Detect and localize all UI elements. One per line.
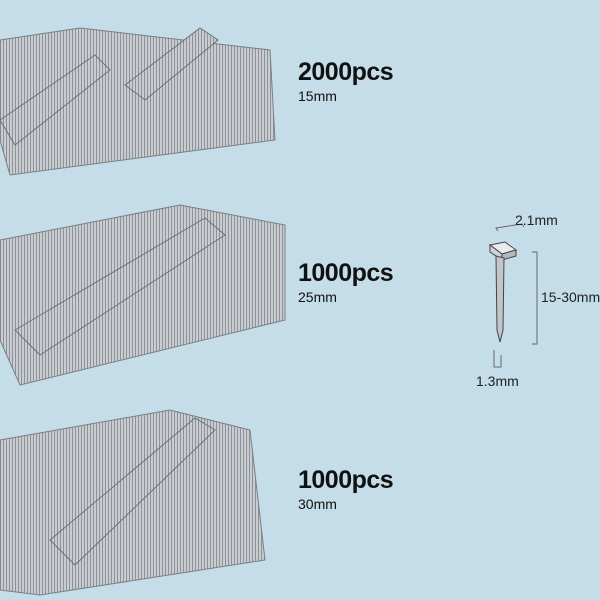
product-length: 25mm <box>298 289 337 305</box>
product-count: 1000pcs <box>298 466 394 494</box>
product-label-25mm: 1000pcs 25mm <box>298 259 394 305</box>
strip-stack-15mm <box>0 27 276 176</box>
product-count: 1000pcs <box>298 259 394 287</box>
length-bracket <box>532 251 538 345</box>
strip-stack-25mm <box>0 204 286 386</box>
product-count: 2000pcs <box>298 58 394 86</box>
nail-diagram <box>488 223 538 368</box>
product-label-15mm: 2000pcs 15mm <box>298 58 394 104</box>
head-width-bracket <box>495 223 525 232</box>
product-label-30mm: 1000pcs 30mm <box>298 466 394 512</box>
product-length: 30mm <box>298 496 337 512</box>
product-length: 15mm <box>298 88 337 104</box>
length-range-label: 15-30mm <box>541 289 600 305</box>
strip-stack-30mm <box>0 409 266 596</box>
shank-width-bracket <box>493 350 502 368</box>
shank-width-label: 1.3mm <box>476 373 519 389</box>
head-width-label: 2.1mm <box>515 212 558 228</box>
